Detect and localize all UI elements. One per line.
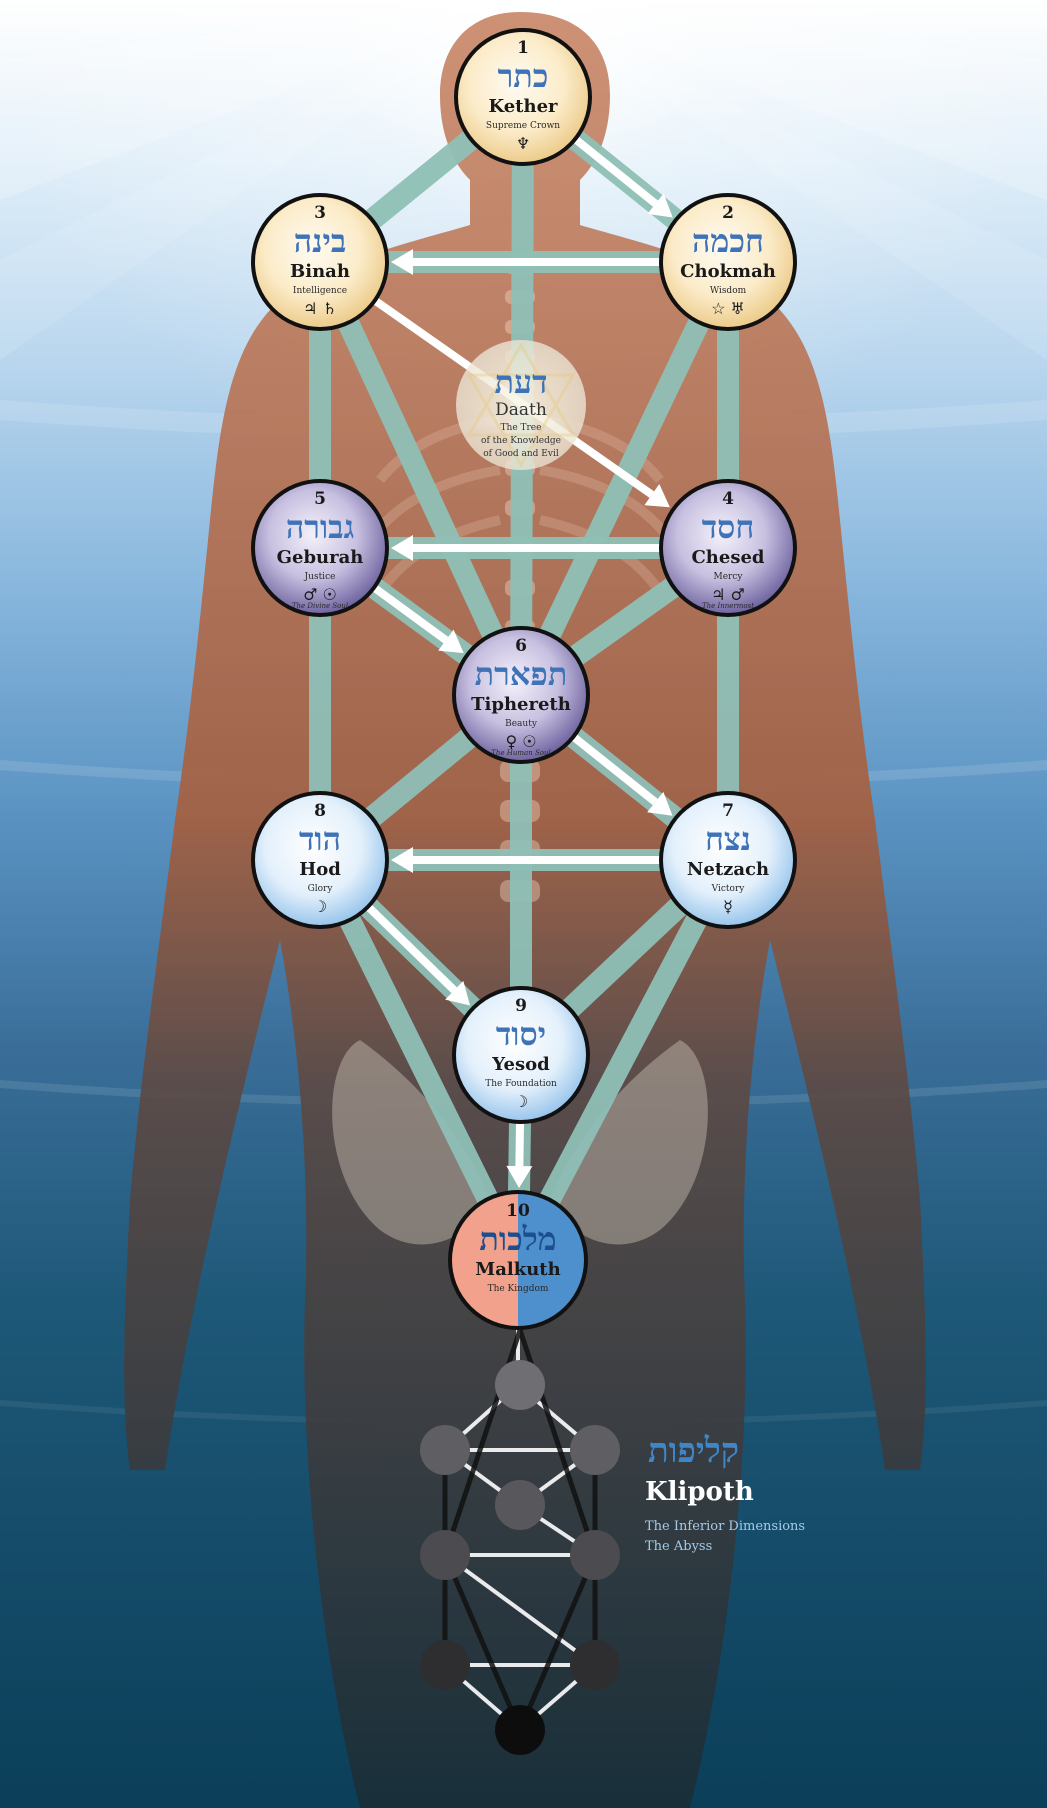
sephirah-name: Chokmah [680, 261, 776, 282]
daath-hebrew: דעת [494, 363, 547, 401]
sephirah-soul-label: The Human Soul [491, 749, 550, 757]
sephirah-hebrew: הוד [299, 820, 341, 858]
sephirah-name: Binah [290, 261, 350, 282]
sephirah-name: Chesed [691, 547, 764, 568]
sephirah-hebrew: חסד [702, 508, 755, 546]
sephirah-number: 9 [515, 996, 527, 1016]
sephirah-hebrew: מלכות [479, 1220, 556, 1258]
sephirah-hebrew: בינה [294, 222, 347, 260]
klipoth-node [495, 1360, 545, 1410]
sephirah-number: 3 [314, 203, 326, 223]
sephirah-symbols: ☆ ♅ [711, 299, 745, 318]
klipoth-name: Klipoth [645, 1477, 754, 1507]
sephirah-subtitle: Wisdom [710, 286, 747, 296]
daath-description-line: of Good and Evil [483, 449, 559, 459]
sephirah-name: Tiphereth [471, 694, 571, 715]
klipoth-node [570, 1530, 620, 1580]
sephirah-name: Hod [299, 859, 341, 880]
klipoth-node [420, 1640, 470, 1690]
sephirah-hebrew: חכמה [692, 222, 764, 260]
sephirah-hebrew: גבורה [286, 508, 354, 546]
sephirah-subtitle: Supreme Crown [486, 121, 560, 131]
sephirah-number: 7 [722, 801, 734, 821]
sephirah-soul-label: The Divine Soul [292, 602, 348, 610]
sephirah-hebrew: כתר [498, 57, 549, 95]
klipoth-node [420, 1530, 470, 1580]
sephirah-number: 5 [314, 489, 326, 509]
sephirah-subtitle: Victory [711, 884, 746, 894]
sephirah-number: 6 [515, 636, 527, 656]
klipoth-subtitle-1: The Inferior Dimensions [645, 1519, 805, 1534]
sephirah-name: Yesod [491, 1054, 550, 1075]
sephirah-subtitle: Intelligence [293, 286, 347, 296]
klipoth-node [495, 1705, 545, 1755]
sephirah-name: Netzach [687, 859, 769, 880]
daath-node: דעת Daath The Tree of the Knowledge of G… [456, 340, 586, 470]
klipoth-node [570, 1425, 620, 1475]
sephirah-name: Geburah [277, 547, 364, 568]
daath-name: Daath [495, 400, 547, 420]
sephirah-number: 10 [506, 1201, 530, 1221]
klipoth-hebrew: קליפות [648, 1431, 739, 1471]
sephirah-symbols: ☿ [723, 897, 733, 916]
sephirah-subtitle: Mercy [714, 572, 744, 582]
daath-description-line: The Tree [501, 423, 542, 433]
sephirah-symbols: ♆ [516, 134, 530, 153]
sephirah-hebrew: נצח [705, 820, 751, 858]
klipoth-node [495, 1480, 545, 1530]
sephirah-symbols: ♃ ♄ [303, 299, 337, 318]
klipoth-subtitle-2: The Abyss [645, 1539, 712, 1554]
sephirah-soul-label: The Innermost [702, 602, 754, 610]
daath-description-line: of the Knowledge [481, 436, 561, 446]
sephirah-subtitle: The Foundation [485, 1079, 557, 1089]
sephirah-symbols: ☽ [514, 1092, 528, 1111]
sephirah-hebrew: יסוד [496, 1015, 546, 1053]
sephirah-number: 4 [722, 489, 734, 509]
sephirah-number: 8 [314, 801, 326, 821]
sephirah-subtitle: The Kingdom [488, 1284, 549, 1294]
sephirah-number: 1 [517, 38, 529, 58]
sephirah-name: Malkuth [475, 1259, 560, 1280]
klipoth-node [570, 1640, 620, 1690]
klipoth-node [420, 1425, 470, 1475]
sephirah-symbols: ☽ [313, 897, 327, 916]
sephirah-subtitle: Beauty [505, 719, 538, 729]
sephirah-subtitle: Glory [308, 884, 334, 894]
sephirah-subtitle: Justice [304, 572, 336, 582]
sephirah-name: Kether [488, 96, 558, 117]
sephirah-hebrew: תפארת [475, 655, 568, 693]
sephirah-number: 2 [722, 203, 734, 223]
